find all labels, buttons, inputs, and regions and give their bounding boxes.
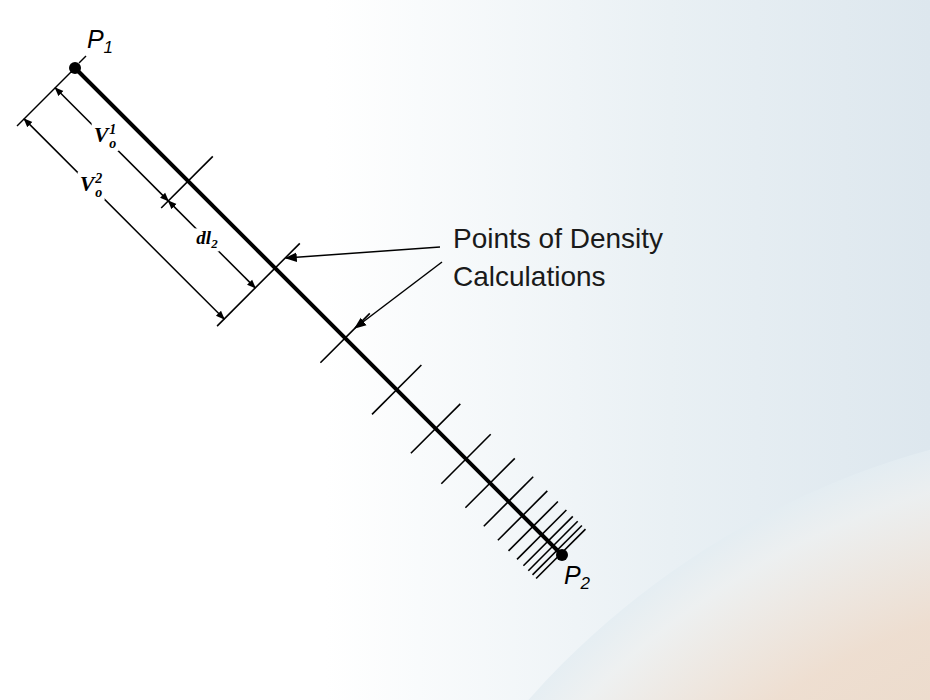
text-run: Points of Density Calculations (453, 223, 663, 292)
index-text: 2 (95, 172, 102, 186)
symbol-text: P (564, 561, 581, 589)
tick-mark (161, 156, 213, 208)
tick-mark (320, 313, 369, 362)
callout-arrow (286, 247, 440, 258)
symbol-text: V (80, 171, 95, 196)
text-run: V (94, 122, 109, 147)
index-text: o (95, 186, 102, 200)
index-text: o (109, 137, 116, 151)
earth-edge-guide (340, 452, 930, 700)
point-label: P2 (564, 562, 590, 594)
dimension-line (24, 119, 224, 319)
extension-line (17, 68, 75, 126)
symbol-text: dl (196, 227, 211, 248)
tick-mark (411, 404, 460, 453)
tick-mark (217, 243, 300, 326)
index-text: 1 (109, 123, 116, 137)
index-text: 1 (104, 38, 113, 57)
index-text: 2 (211, 236, 218, 251)
symbol-text: V (94, 122, 109, 147)
index-stack: o1 (109, 123, 116, 151)
endpoint-dot (556, 549, 568, 561)
dimension-line (168, 201, 255, 288)
point-label: P1 (87, 26, 113, 58)
text-run: dl2 (196, 227, 217, 248)
tick-mark (498, 491, 547, 540)
integration-path (75, 68, 562, 555)
callout-arrow (355, 262, 442, 328)
tick-mark (484, 477, 533, 526)
dimension-label: Vo2 (78, 172, 105, 200)
text-run: V (80, 171, 95, 196)
tick-mark (465, 458, 514, 507)
text-run: P1 (87, 25, 113, 53)
density-ticks (161, 156, 585, 578)
symbol-text: P (87, 25, 104, 53)
dimension-label: Vo1 (92, 123, 119, 151)
earth-limb (320, 420, 930, 700)
tick-mark (372, 365, 421, 414)
tick-mark (517, 510, 566, 559)
index-text: 2 (581, 574, 590, 593)
callout-text: Points of Density Calculations (453, 223, 663, 292)
index-stack: o2 (95, 172, 102, 200)
dimension-line (55, 88, 168, 201)
dimension-label: dl2 (194, 228, 219, 251)
leader-line (79, 56, 86, 63)
text-run: P2 (564, 561, 590, 589)
callout-note: Points of Density Calculations (453, 220, 738, 296)
tick-mark (441, 434, 490, 483)
